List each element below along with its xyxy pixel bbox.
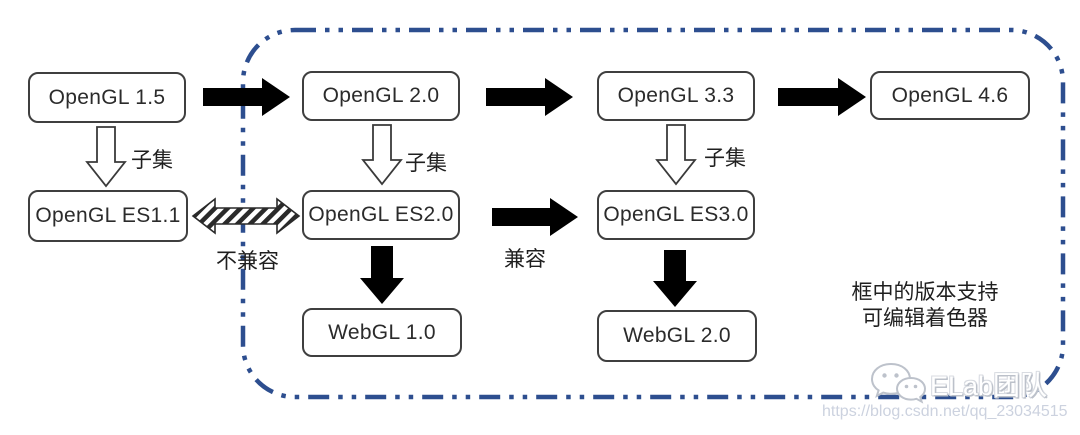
subset-arrows-group xyxy=(85,124,697,188)
edge-label-subset-3: 子集 xyxy=(704,147,746,170)
node-label: WebGL 1.0 xyxy=(328,320,436,344)
edge-label-incompatible: 不兼容 xyxy=(216,250,279,273)
node-opengl-es1-1: OpenGL ES1.1 xyxy=(28,190,188,242)
node-label: OpenGL ES3.0 xyxy=(603,203,749,226)
frame-annotation: 框中的版本支持 可编辑着色器 xyxy=(840,280,1010,332)
frame-annotation-line1: 框中的版本支持 xyxy=(851,281,999,304)
node-opengl-es3-0: OpenGL ES3.0 xyxy=(597,190,755,240)
node-opengl-2-0: OpenGL 2.0 xyxy=(302,71,460,121)
node-label: OpenGL 3.3 xyxy=(617,84,735,107)
watermark-url: https://blog.csdn.net/qq_23034515 xyxy=(822,403,1068,420)
node-webgl-1-0: WebGL 1.0 xyxy=(302,308,462,357)
watermark: ELab团队 xyxy=(866,360,1047,406)
watermark-brand: ELab团队 xyxy=(930,370,1048,401)
node-opengl-3-3: OpenGL 3.3 xyxy=(597,71,755,121)
arrow-es30-to-webgl20-icon xyxy=(653,250,697,307)
solid-arrows-group xyxy=(203,78,866,307)
arrow-incompatible-es11-es20-icon xyxy=(191,197,301,235)
arrow-opengl15-to-opengl20-icon xyxy=(203,78,290,116)
wechat-icon xyxy=(870,362,927,404)
node-label: OpenGL ES2.0 xyxy=(308,203,454,226)
node-label: WebGL 2.0 xyxy=(623,324,731,347)
arrow-subset-opengl33-to-es30-icon xyxy=(655,124,697,186)
node-label: OpenGL 4.6 xyxy=(891,83,1009,107)
edge-label-compatible: 兼容 xyxy=(504,248,546,271)
edge-label-subset-2: 子集 xyxy=(405,152,447,175)
arrow-opengl20-to-opengl33-icon xyxy=(486,78,573,116)
arrow-es20-to-es30-icon xyxy=(492,198,578,236)
arrow-subset-opengl20-to-es20-icon xyxy=(361,124,403,186)
node-opengl-es2-0: OpenGL ES2.0 xyxy=(302,190,460,240)
shader-support-dashed-frame xyxy=(240,27,1066,400)
node-opengl-4-6: OpenGL 4.6 xyxy=(870,71,1030,120)
node-label: OpenGL 1.5 xyxy=(48,85,166,109)
arrow-es20-to-webgl10-icon xyxy=(360,246,404,304)
arrow-subset-opengl15-to-es11-icon xyxy=(85,126,127,188)
frame-annotation-line2: 可编辑着色器 xyxy=(862,307,988,330)
node-label: OpenGL ES1.1 xyxy=(35,204,181,227)
node-webgl-2-0: WebGL 2.0 xyxy=(597,310,757,362)
node-opengl-1-5: OpenGL 1.5 xyxy=(28,72,186,123)
arrow-opengl33-to-opengl46-icon xyxy=(778,78,866,116)
edge-label-subset-1: 子集 xyxy=(131,149,173,172)
node-label: OpenGL 2.0 xyxy=(322,84,440,107)
